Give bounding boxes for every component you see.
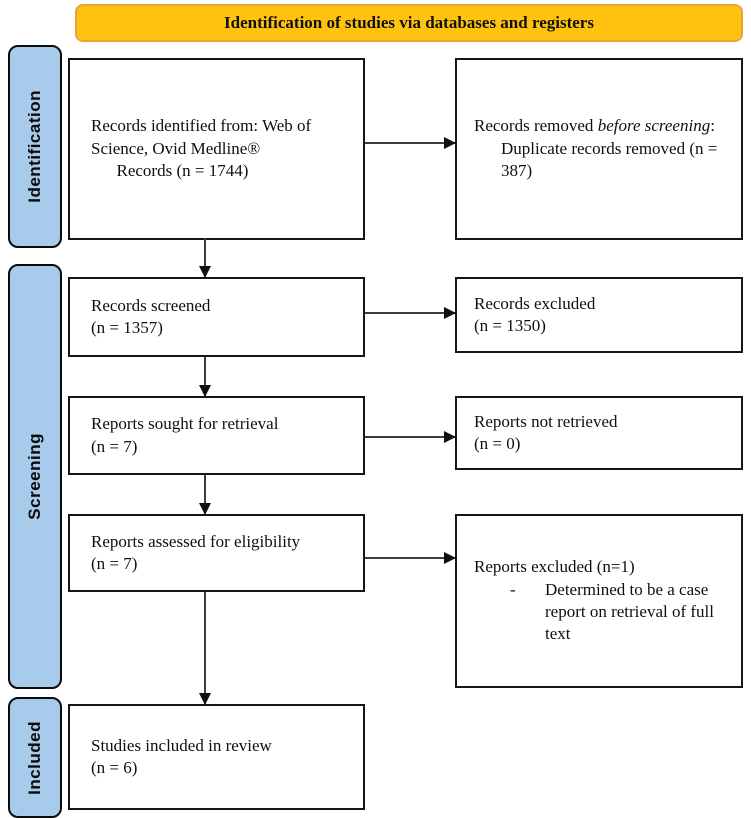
box-reports-excluded-title: Reports excluded (n=1) xyxy=(474,557,635,577)
box-records-removed-heading: Records removed before screening: xyxy=(474,115,733,137)
reports-excluded-bullet: - Determined to be a case report on retr… xyxy=(474,579,727,646)
arrow-screened-to-sought xyxy=(199,357,211,397)
stage-label-included-text: Included xyxy=(25,720,44,795)
stage-label-identification: Identification xyxy=(8,45,62,248)
arrow-assessed-to-reports-excluded xyxy=(365,552,456,564)
box-reports-not-retrieved-text: Reports not retrieved (n = 0) xyxy=(474,411,618,453)
box-reports-excluded: Reports excluded (n=1) - Determined to b… xyxy=(455,514,743,688)
box-records-identified-text: Records identified from: Web of Science,… xyxy=(91,116,312,181)
stage-label-screening: Screening xyxy=(8,264,62,689)
stage-label-screening-text: Screening xyxy=(25,433,44,520)
box-records-removed-detail: Duplicate records removed (n = 387) xyxy=(501,138,718,181)
box-records-excluded: Records excluded (n = 1350) xyxy=(455,277,743,353)
box-records-identified: Records identified from: Web of Science,… xyxy=(68,58,365,240)
box-reports-assessed: Reports assessed for eligibility (n = 7) xyxy=(68,514,365,592)
box-reports-assessed-text: Reports assessed for eligibility (n = 7) xyxy=(91,531,301,573)
box-reports-not-retrieved: Reports not retrieved (n = 0) xyxy=(455,396,743,470)
box-reports-sought: Reports sought for retrieval (n = 7) xyxy=(68,396,365,475)
box-records-screened: Records screened (n = 1357) xyxy=(68,277,365,357)
arrow-sought-to-not-retrieved xyxy=(365,431,456,443)
box-records-excluded-text: Records excluded (n = 1350) xyxy=(474,293,596,335)
stage-label-identification-text: Identification xyxy=(25,90,44,203)
diagram-title: Identification of studies via databases … xyxy=(224,13,594,32)
diagram-title-banner: Identification of studies via databases … xyxy=(75,4,743,42)
box-studies-included-text: Studies included in review (n = 6) xyxy=(91,735,272,777)
arrow-identified-to-removed xyxy=(365,137,456,149)
arrow-assessed-to-included xyxy=(199,592,211,705)
records-removed-italic: before screening xyxy=(597,116,711,136)
stage-label-included: Included xyxy=(8,697,62,818)
arrow-identified-to-screened xyxy=(199,238,211,278)
bullet-dash: - xyxy=(510,579,516,599)
box-records-removed: Records removed before screening: Duplic… xyxy=(455,58,743,240)
box-records-screened-text: Records screened (n = 1357) xyxy=(91,295,211,337)
records-removed-prefix: Records removed xyxy=(474,116,598,136)
arrow-screened-to-excluded xyxy=(365,307,456,319)
bullet-text: Determined to be a case report on retrie… xyxy=(545,579,714,644)
box-studies-included: Studies included in review (n = 6) xyxy=(68,704,365,810)
box-reports-sought-text: Reports sought for retrieval (n = 7) xyxy=(91,414,279,456)
arrow-sought-to-assessed xyxy=(199,475,211,515)
records-removed-suffix: : xyxy=(710,116,715,136)
